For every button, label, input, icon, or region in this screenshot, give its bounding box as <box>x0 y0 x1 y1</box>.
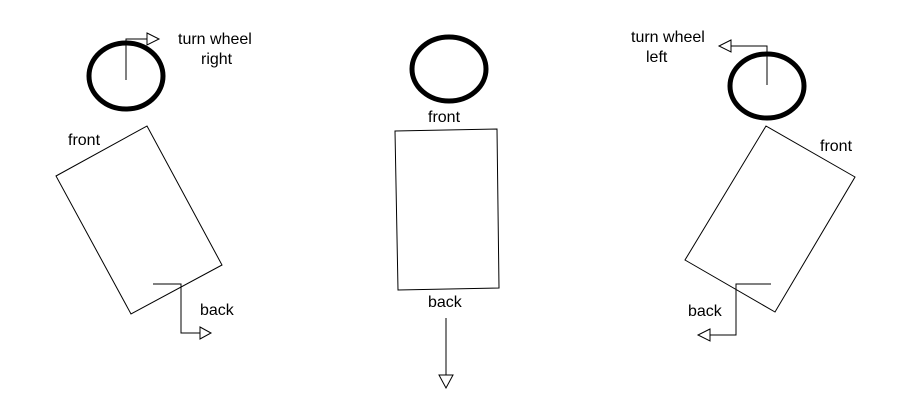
wheel-turn-left-arrow-shaft <box>731 45 768 85</box>
front-label-center: front <box>428 109 461 126</box>
front-label-left: front <box>68 132 101 149</box>
wheel-turn-left-arrowhead <box>717 39 732 53</box>
back-label-right: back <box>688 303 723 320</box>
car-body-straight <box>394 128 500 291</box>
back-label-center: back <box>428 294 463 311</box>
front-label-right: front <box>820 138 853 155</box>
wheel-label-right-line2: right <box>201 51 233 68</box>
back-label-left: back <box>200 302 235 319</box>
back-movement-arrowhead-center <box>438 374 454 390</box>
back-movement-arrowhead-left <box>199 326 213 340</box>
wheel-label-left-line2: left <box>646 49 668 66</box>
car-body-tilted-left <box>55 125 223 315</box>
panel-turn-left: turn wheel left front back <box>631 29 856 342</box>
wheel-turn-right-arrowhead <box>146 32 161 46</box>
car-body-tilted-right <box>684 125 856 313</box>
steering-wheel-center <box>409 34 489 104</box>
panel-straight: front back <box>394 34 500 390</box>
back-movement-arrow-shaft-right <box>710 283 771 336</box>
wheel-label-right-line1: turn wheel <box>178 31 252 48</box>
panel-turn-right: turn wheel right front back <box>55 31 252 340</box>
back-movement-arrow-shaft-left <box>153 283 200 334</box>
back-movement-arrowhead-right <box>696 328 711 342</box>
wheel-label-left-line1: turn wheel <box>631 29 705 46</box>
wheel-turn-right-arrow-shaft <box>125 38 147 80</box>
